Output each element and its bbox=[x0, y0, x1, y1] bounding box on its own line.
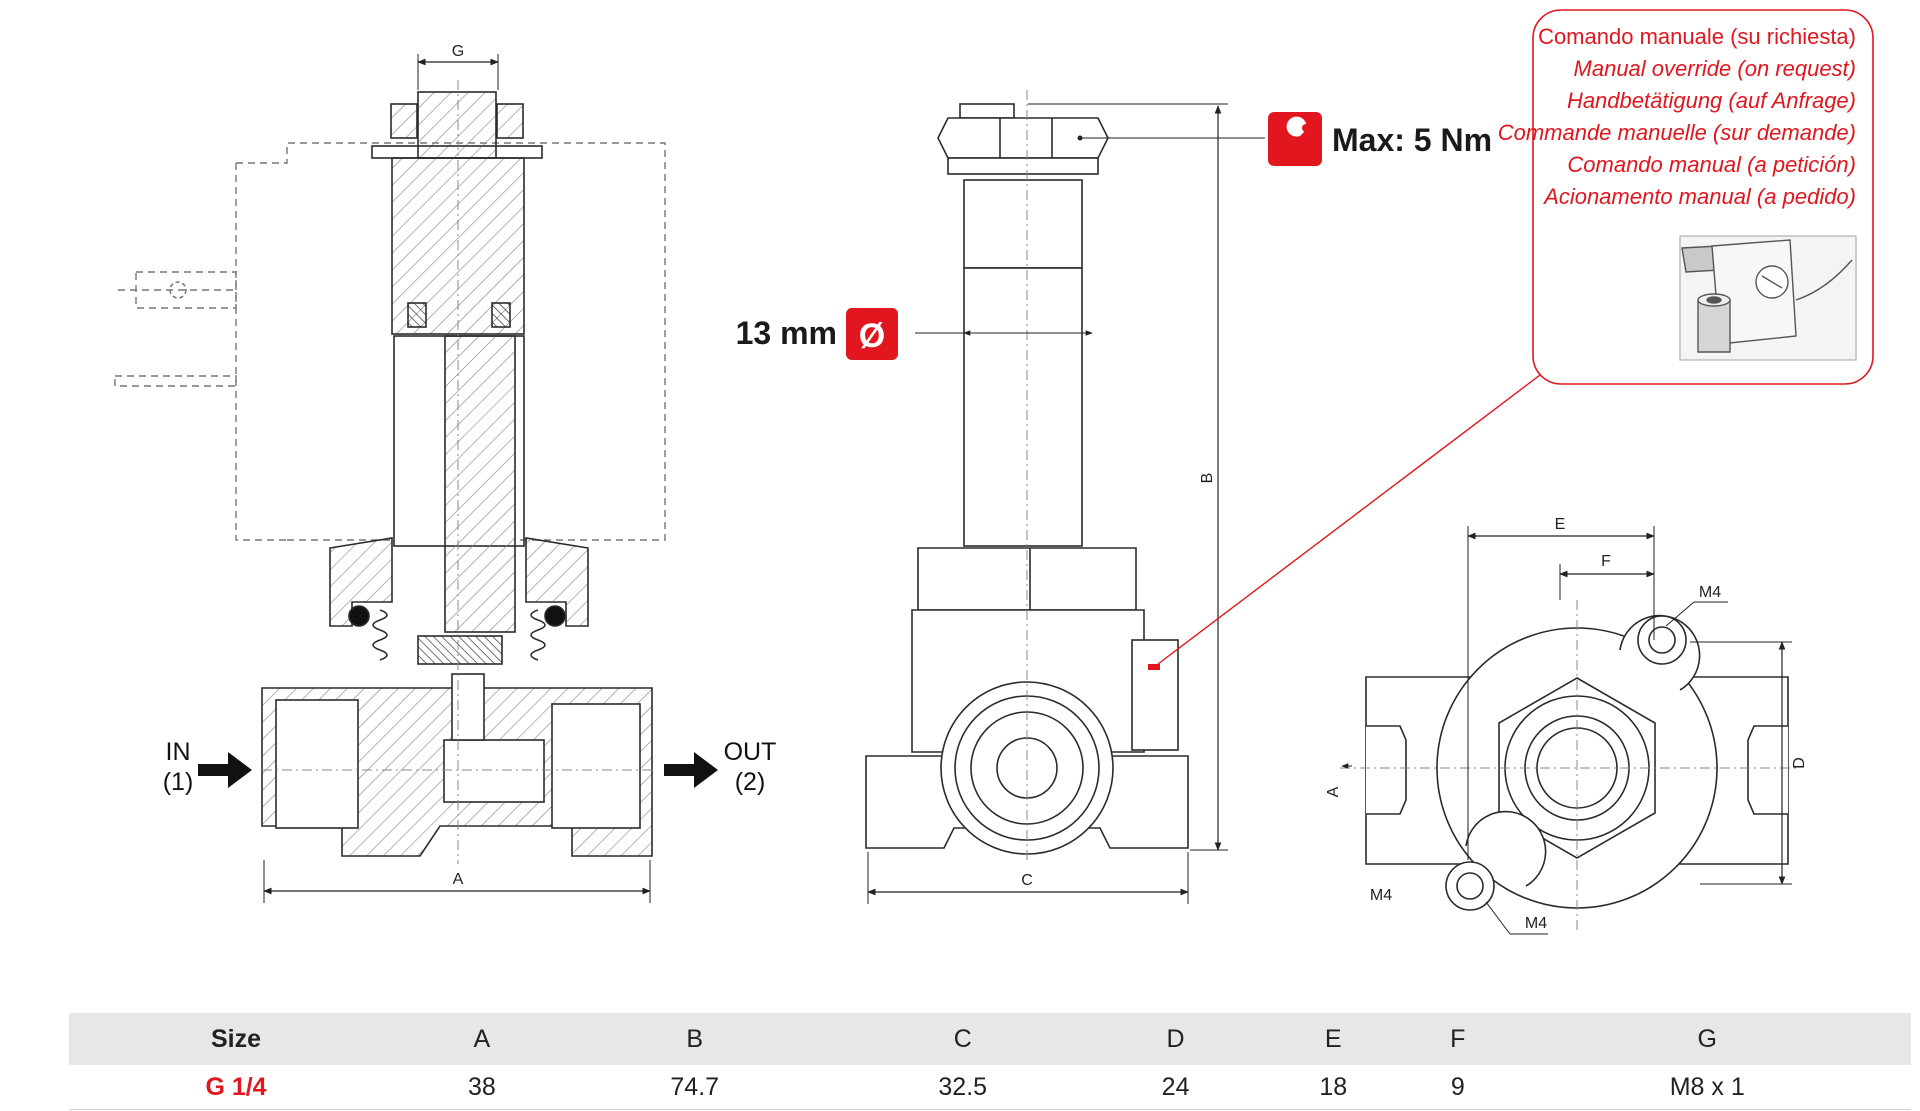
manual-override-title: Comando manuale (su richiesta) bbox=[1538, 24, 1856, 49]
table-cell-b: 74.7 bbox=[560, 1065, 829, 1110]
diameter-icon: Ø bbox=[846, 308, 898, 360]
in-port-label: (1) bbox=[163, 768, 194, 796]
in-arrow-icon bbox=[198, 752, 252, 788]
torque-label: Max: 5 Nm bbox=[1332, 122, 1492, 158]
dim-label-a: A bbox=[453, 871, 464, 888]
table-header-size: Size bbox=[69, 1013, 404, 1065]
table-cell-f: 9 bbox=[1412, 1065, 1504, 1110]
manual-override-line-es: Comando manual (a petición) bbox=[1567, 152, 1856, 177]
side-view bbox=[865, 103, 1189, 855]
manual-override-line-en: Manual override (on request) bbox=[1574, 56, 1856, 81]
m4-label-bottom-right: M4 bbox=[1525, 915, 1547, 932]
dim-label-g: G bbox=[452, 43, 464, 60]
manual-override-line-pt: Acionamento manual (a pedido) bbox=[1542, 184, 1856, 209]
table-cell-c: 32.5 bbox=[828, 1065, 1097, 1110]
manual-override-leader bbox=[1157, 374, 1541, 665]
dim-label-a-top: A bbox=[1325, 786, 1342, 797]
manual-override-illustration bbox=[1679, 235, 1857, 361]
dim-label-c: C bbox=[1021, 872, 1033, 889]
out-label: OUT bbox=[724, 738, 777, 766]
dim-label-b: B bbox=[1199, 473, 1216, 484]
m4-label-bottom-left: M4 bbox=[1370, 887, 1392, 904]
table-header-d: D bbox=[1096, 1013, 1255, 1065]
section-view bbox=[114, 80, 666, 864]
manual-override-line-fr: Commande manuelle (sur demande) bbox=[1498, 120, 1856, 145]
out-port-label: (2) bbox=[735, 768, 766, 796]
wrench-icon bbox=[1268, 112, 1322, 166]
table-header-row: Size A B C D E F G bbox=[69, 1013, 1911, 1065]
dim-label-d: D bbox=[1791, 757, 1808, 769]
out-arrow-icon bbox=[664, 752, 718, 788]
table-header-g: G bbox=[1503, 1013, 1911, 1065]
coil-outline bbox=[114, 142, 666, 543]
table-cell-d: 24 bbox=[1096, 1065, 1255, 1110]
table-cell-e: 18 bbox=[1254, 1065, 1413, 1110]
table-cell-a: 38 bbox=[403, 1065, 561, 1110]
manual-override-line-de: Handbetätigung (auf Anfrage) bbox=[1567, 88, 1856, 113]
dim-label-e: E bbox=[1555, 516, 1566, 533]
dim-label-f: F bbox=[1601, 553, 1611, 570]
table-header-b: B bbox=[560, 1013, 829, 1065]
svg-text:Ø: Ø bbox=[859, 317, 885, 355]
m4-label-top: M4 bbox=[1699, 584, 1721, 601]
in-label: IN bbox=[166, 738, 191, 766]
table-cell-g: M8 x 1 bbox=[1503, 1065, 1911, 1110]
diameter-label: 13 mm bbox=[736, 315, 837, 351]
table-cell-size: G 1/4 bbox=[69, 1065, 404, 1110]
table-header-e: E bbox=[1254, 1013, 1413, 1065]
table-row: G 1/4 38 74.7 32.5 24 18 9 M8 x 1 bbox=[69, 1065, 1911, 1110]
table-header-a: A bbox=[403, 1013, 561, 1065]
manual-override-callout: Comando manuale (su richiesta) Manual ov… bbox=[1498, 9, 1874, 385]
table-header-f: F bbox=[1412, 1013, 1504, 1065]
dimension-table: Size A B C D E F G G 1/4 38 74.7 32.5 24… bbox=[69, 1013, 1911, 1110]
table-header-c: C bbox=[828, 1013, 1097, 1065]
